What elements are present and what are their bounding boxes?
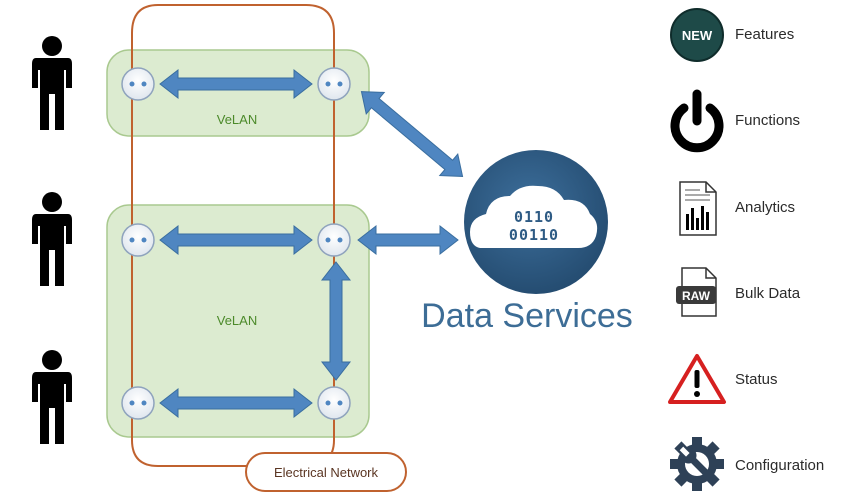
legend-label-analytics: Analytics [735, 199, 796, 216]
velan-top-label: VeLAN [217, 112, 257, 127]
power-icon [670, 89, 724, 153]
gear-wrench-icon [670, 437, 724, 491]
cloud-digits-row2: 00110 [509, 226, 559, 244]
electrical-network-box [245, 452, 407, 492]
node-bottom-left [121, 386, 155, 420]
new-badge-text: NEW [682, 28, 713, 43]
node-mid-left [121, 223, 155, 257]
arrow-diagonal [360, 91, 464, 177]
node-mid-right [317, 223, 351, 257]
person-icon-2 [32, 192, 72, 286]
new-badge-icon: NEW [670, 8, 724, 62]
legend-label-bulk-data: Bulk Data [735, 285, 801, 302]
node-top-left [121, 67, 155, 101]
legend-label-status: Status [735, 371, 778, 388]
node-top-right [317, 67, 351, 101]
node-bottom-right [317, 386, 351, 420]
arrow-row-2 [159, 224, 313, 256]
person-icon-3 [32, 350, 72, 444]
data-services-cloud-icon: 0110 00110 [464, 150, 608, 294]
warning-triangle-icon [668, 354, 726, 404]
raw-badge-text: RAW [682, 289, 711, 303]
legend-label-functions: Functions [735, 112, 801, 129]
legend-label-features: Features [735, 26, 795, 43]
velan-bottom-panel [106, 204, 370, 438]
arrow-to-data-services [357, 224, 459, 256]
bar-chart-document-icon [679, 181, 717, 236]
velan-bottom-label: VeLAN [217, 313, 257, 328]
electrical-network-label: Electrical Network [274, 465, 379, 480]
arrow-vertical [320, 261, 352, 381]
arrow-row-3 [159, 387, 313, 419]
data-services-title: Data Services [421, 297, 633, 335]
arrow-row-1 [159, 68, 313, 100]
cloud-digits-row1: 0110 [514, 208, 554, 226]
raw-file-icon: RAW [676, 267, 717, 317]
legend-label-configuration: Configuration [735, 457, 825, 474]
person-icon-1 [32, 36, 72, 130]
